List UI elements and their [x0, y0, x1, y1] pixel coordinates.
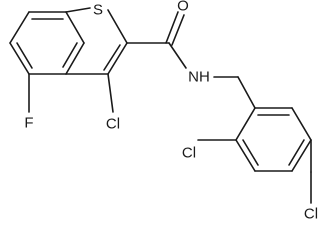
- chlorine-para-label: Cl: [304, 206, 318, 223]
- bond: [65, 42, 85, 75]
- bond: [62, 42, 78, 68]
- bond: [65, 7, 91, 13]
- chlorine-thiophene-label: Cl: [106, 116, 120, 133]
- fluorine-label: F: [24, 115, 33, 132]
- bond: [107, 9, 128, 44]
- chlorine-ortho-label: Cl: [182, 145, 196, 162]
- bond: [291, 139, 312, 172]
- bond: [171, 14, 185, 46]
- bond: [103, 44, 121, 71]
- molecule-structure: S O NH Cl F Cl Cl: [9, 0, 318, 223]
- bond: [237, 76, 256, 109]
- bond: [235, 139, 256, 172]
- bond: [16, 42, 33, 69]
- amide-nitrogen-label: NH: [188, 69, 210, 86]
- bond: [291, 107, 312, 141]
- bond: [9, 11, 30, 44]
- oxygen-label: O: [177, 0, 189, 15]
- bond: [165, 11, 179, 44]
- bond: [235, 107, 256, 141]
- bond: [168, 42, 187, 69]
- bond: [107, 73, 114, 113]
- bond: [288, 139, 305, 166]
- bond: [65, 11, 85, 44]
- sulfur-label: S: [93, 2, 103, 19]
- bond: [9, 42, 30, 75]
- bond: [107, 42, 128, 75]
- bond: [242, 139, 259, 166]
